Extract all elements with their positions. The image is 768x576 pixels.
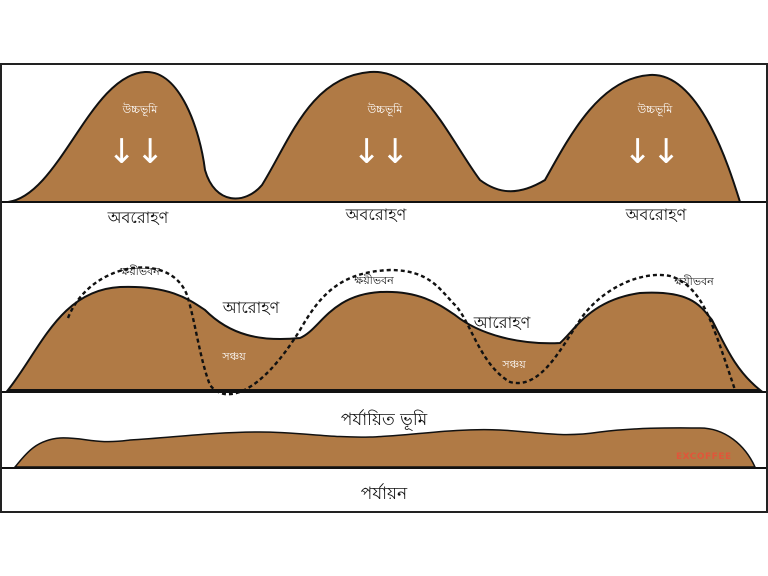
grading-label: পর্যায়ন [360,484,408,504]
deposition-label: সঞ্চয় [502,358,526,371]
highland-label: উচ্চভূমি [637,103,673,116]
degradation-label: অবরোহণ [345,205,407,224]
down-arrows-icon: ↓↓ [623,132,681,172]
degradation-label: অবরোহণ [625,205,687,224]
erosion-label: ক্ষয়ীভবন [354,274,394,287]
watermark-logo: EXCOFFEE [676,452,732,462]
graded-land-label: পর্যায়িত ভূমি [340,410,428,430]
original-profile-dashed [66,266,737,396]
diagram-frame [0,63,768,513]
aggradation-label: আরোহণ [222,298,280,317]
highland-label: উচ্চভূমি [122,103,158,116]
highland-hills [7,70,742,203]
down-arrows-icon: ↓↓ [107,132,165,172]
eroded-hills [5,285,763,391]
highland-label: উচ্চভূমি [367,103,403,116]
erosion-label: ক্ষয়ীভবন [120,265,160,278]
erosion-label: ক্ষয়ীভবন [674,275,714,288]
down-arrows-icon: ↓↓ [352,132,410,172]
deposition-label: সঞ্চয় [222,350,246,363]
degradation-label: অবরোহণ [107,208,169,227]
aggradation-label: আরোহণ [473,313,531,332]
graded-land [13,427,757,468]
